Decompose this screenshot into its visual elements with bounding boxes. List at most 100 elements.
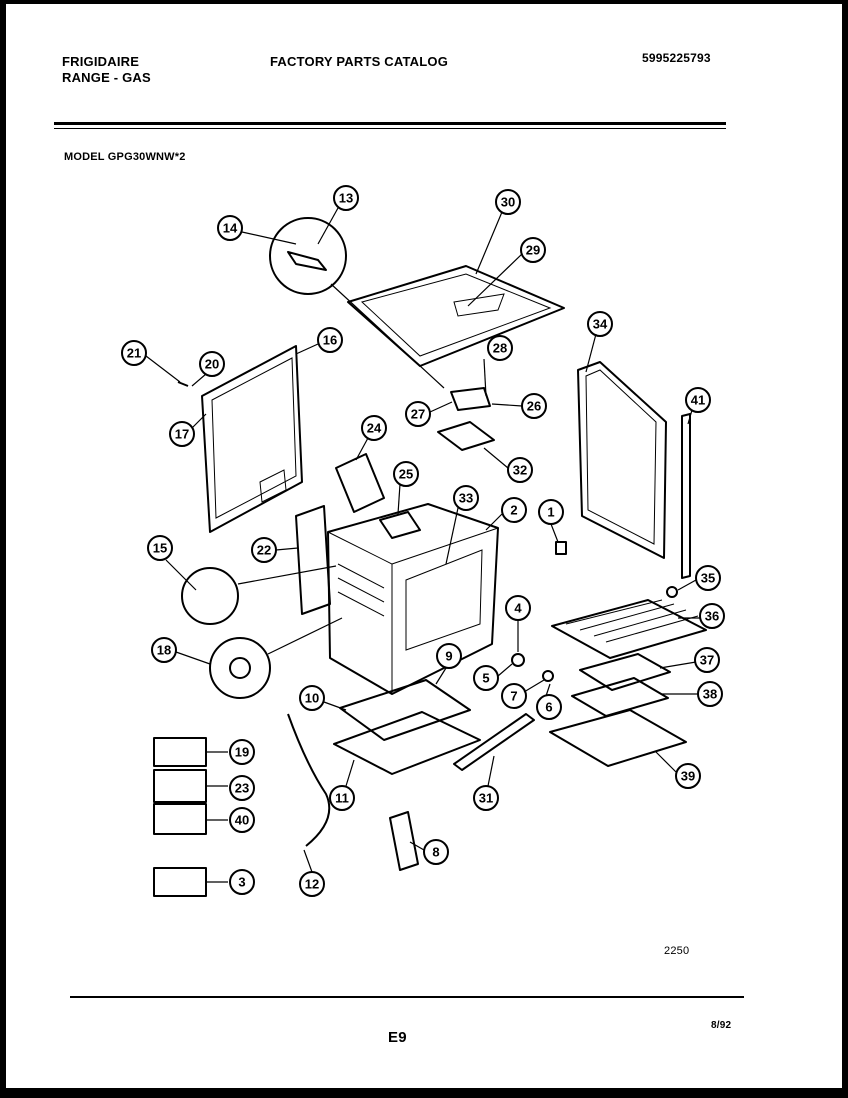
callout-6: 6 xyxy=(536,694,562,720)
legend-box-3 xyxy=(153,867,207,897)
callout-40: 40 xyxy=(229,807,255,833)
product-type: RANGE - GAS xyxy=(62,70,151,85)
svg-text:41: 41 xyxy=(691,393,705,408)
callout-4: 4 xyxy=(505,595,531,621)
callout-41: 41 xyxy=(685,387,711,413)
legend-box-19 xyxy=(153,737,207,767)
callout-21: 21 xyxy=(121,340,147,366)
svg-text:22: 22 xyxy=(257,543,271,558)
bottom-panel-11 xyxy=(333,711,481,775)
callout-14: 14 xyxy=(217,215,243,241)
igniter xyxy=(389,811,419,871)
callout-11: 11 xyxy=(329,785,355,811)
callout-leaders xyxy=(145,207,700,873)
callout-8: 8 xyxy=(423,839,449,865)
catalog-number: 5995225793 xyxy=(642,51,711,65)
svg-text:29: 29 xyxy=(526,243,540,258)
side-trim-22 xyxy=(295,505,331,615)
callout-37: 37 xyxy=(694,647,720,673)
svg-text:14: 14 xyxy=(223,221,238,236)
callout-28: 28 xyxy=(487,335,513,361)
revision-date: 8/92 xyxy=(711,1020,732,1031)
bottom-panel-10 xyxy=(339,679,471,741)
callout-24: 24 xyxy=(361,415,387,441)
svg-text:15: 15 xyxy=(153,541,167,556)
svg-text:23: 23 xyxy=(235,781,249,796)
part-1-shape xyxy=(555,541,567,555)
callout-35: 35 xyxy=(695,565,721,591)
svg-text:37: 37 xyxy=(700,653,714,668)
burner-25 xyxy=(379,511,421,539)
callout-10: 10 xyxy=(299,685,325,711)
callout-18: 18 xyxy=(151,637,177,663)
callout-31: 31 xyxy=(473,785,499,811)
svg-text:36: 36 xyxy=(705,609,719,624)
svg-text:10: 10 xyxy=(305,691,319,706)
callout-15: 15 xyxy=(147,535,173,561)
broiler-pan-38 xyxy=(571,677,669,717)
part-35-shape xyxy=(666,586,678,598)
legend-box-23 xyxy=(153,769,207,803)
svg-text:18: 18 xyxy=(157,643,171,658)
broiler-rack xyxy=(551,599,707,659)
page-code: E9 xyxy=(388,1029,407,1046)
svg-text:3: 3 xyxy=(238,875,245,890)
svg-text:20: 20 xyxy=(205,357,219,372)
svg-text:7: 7 xyxy=(510,689,517,704)
svg-text:24: 24 xyxy=(367,421,382,436)
callout-36: 36 xyxy=(699,603,725,629)
parts-catalog-page: FRIGIDAIRE RANGE - GAS FACTORY PARTS CAT… xyxy=(6,4,842,1088)
screw-21 xyxy=(177,381,189,387)
svg-text:25: 25 xyxy=(399,467,413,482)
door-gasket xyxy=(681,413,691,579)
callout-38: 38 xyxy=(697,681,723,707)
svg-text:8: 8 xyxy=(432,845,439,860)
callout-26: 26 xyxy=(521,393,547,419)
header-rule-thin xyxy=(54,128,726,129)
zoom-circle-18 xyxy=(209,637,271,699)
svg-text:13: 13 xyxy=(339,191,353,206)
bracket-32 xyxy=(437,421,495,451)
callout-33: 33 xyxy=(453,485,479,511)
knob-18 xyxy=(229,657,251,679)
drawer-rail xyxy=(453,713,535,771)
svg-text:1: 1 xyxy=(547,505,554,520)
svg-text:16: 16 xyxy=(323,333,337,348)
range-body xyxy=(327,503,499,695)
svg-text:39: 39 xyxy=(681,769,695,784)
callout-20: 20 xyxy=(199,351,225,377)
svg-text:9: 9 xyxy=(445,649,452,664)
svg-text:26: 26 xyxy=(527,399,541,414)
svg-text:12: 12 xyxy=(305,877,319,892)
svg-text:34: 34 xyxy=(593,317,608,332)
cooktop-panel xyxy=(347,265,565,367)
broiler-pan-37 xyxy=(579,653,671,691)
footer-rule xyxy=(70,996,744,998)
svg-text:38: 38 xyxy=(703,687,717,702)
callout-27: 27 xyxy=(405,401,431,427)
zoom-circle-15 xyxy=(181,567,239,625)
callout-9: 9 xyxy=(436,643,462,669)
callout-7: 7 xyxy=(501,683,527,709)
model-number: MODEL GPG30WNW*2 xyxy=(64,151,186,163)
svg-text:4: 4 xyxy=(514,601,522,616)
callout-23: 23 xyxy=(229,775,255,801)
oven-door xyxy=(577,361,667,559)
svg-text:6: 6 xyxy=(545,700,552,715)
control-panel-24 xyxy=(335,453,385,513)
part-7-shape xyxy=(542,670,554,682)
callout-5: 5 xyxy=(473,665,499,691)
part-4-shape xyxy=(511,653,525,667)
brand-name: FRIGIDAIRE xyxy=(62,54,140,69)
callout-17: 17 xyxy=(169,421,195,447)
svg-text:21: 21 xyxy=(127,346,141,361)
callout-32: 32 xyxy=(507,457,533,483)
back-panel xyxy=(201,345,303,533)
catalog-title: FACTORY PARTS CATALOG xyxy=(270,54,449,69)
svg-text:40: 40 xyxy=(235,813,249,828)
callout-13: 13 xyxy=(333,185,359,211)
exploded-parts-diagram: 13 14 30 29 34 16 28 21 20 41 27 26 17 2… xyxy=(121,185,725,897)
svg-text:31: 31 xyxy=(479,791,493,806)
callout-1: 1 xyxy=(538,499,564,525)
callout-30: 30 xyxy=(495,189,521,215)
